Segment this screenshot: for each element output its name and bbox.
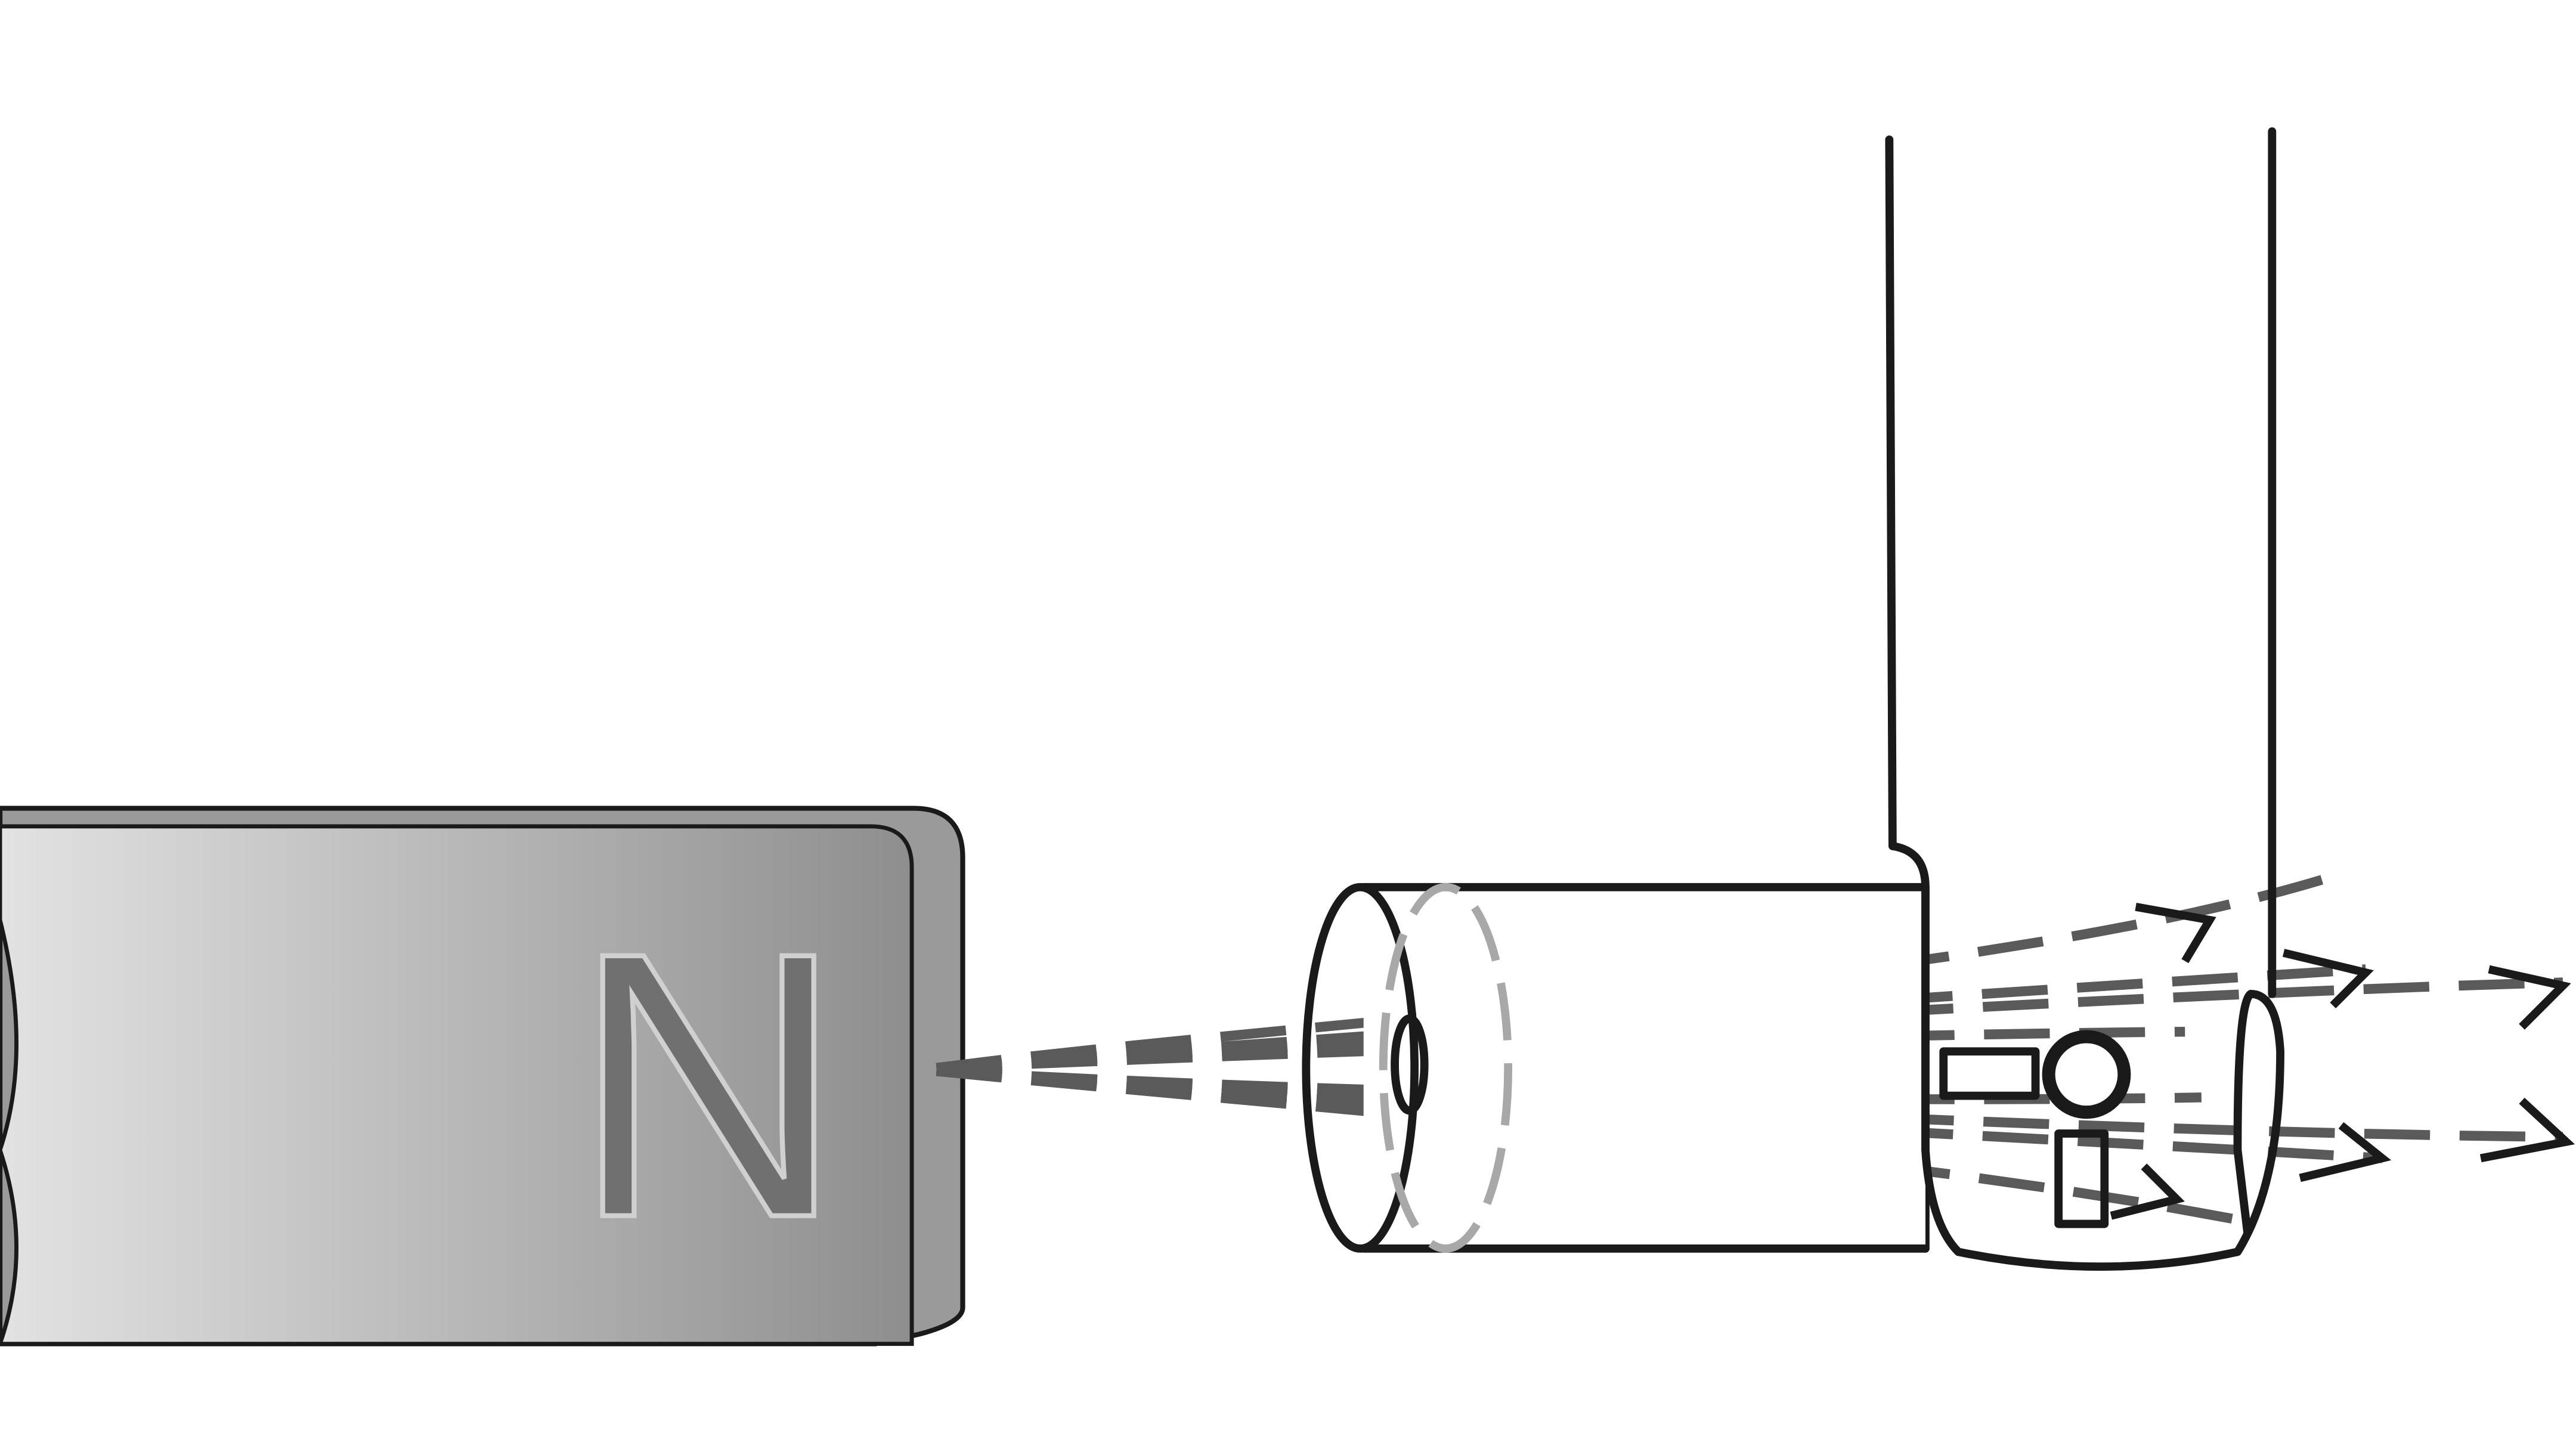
bar-magnet: N xyxy=(0,806,965,1346)
field-arrowheads xyxy=(2110,903,2575,1220)
hall-sensor-probe xyxy=(1302,127,2284,1271)
north-pole-label: N xyxy=(572,874,845,1296)
hidden-edge xyxy=(1379,883,1513,1253)
